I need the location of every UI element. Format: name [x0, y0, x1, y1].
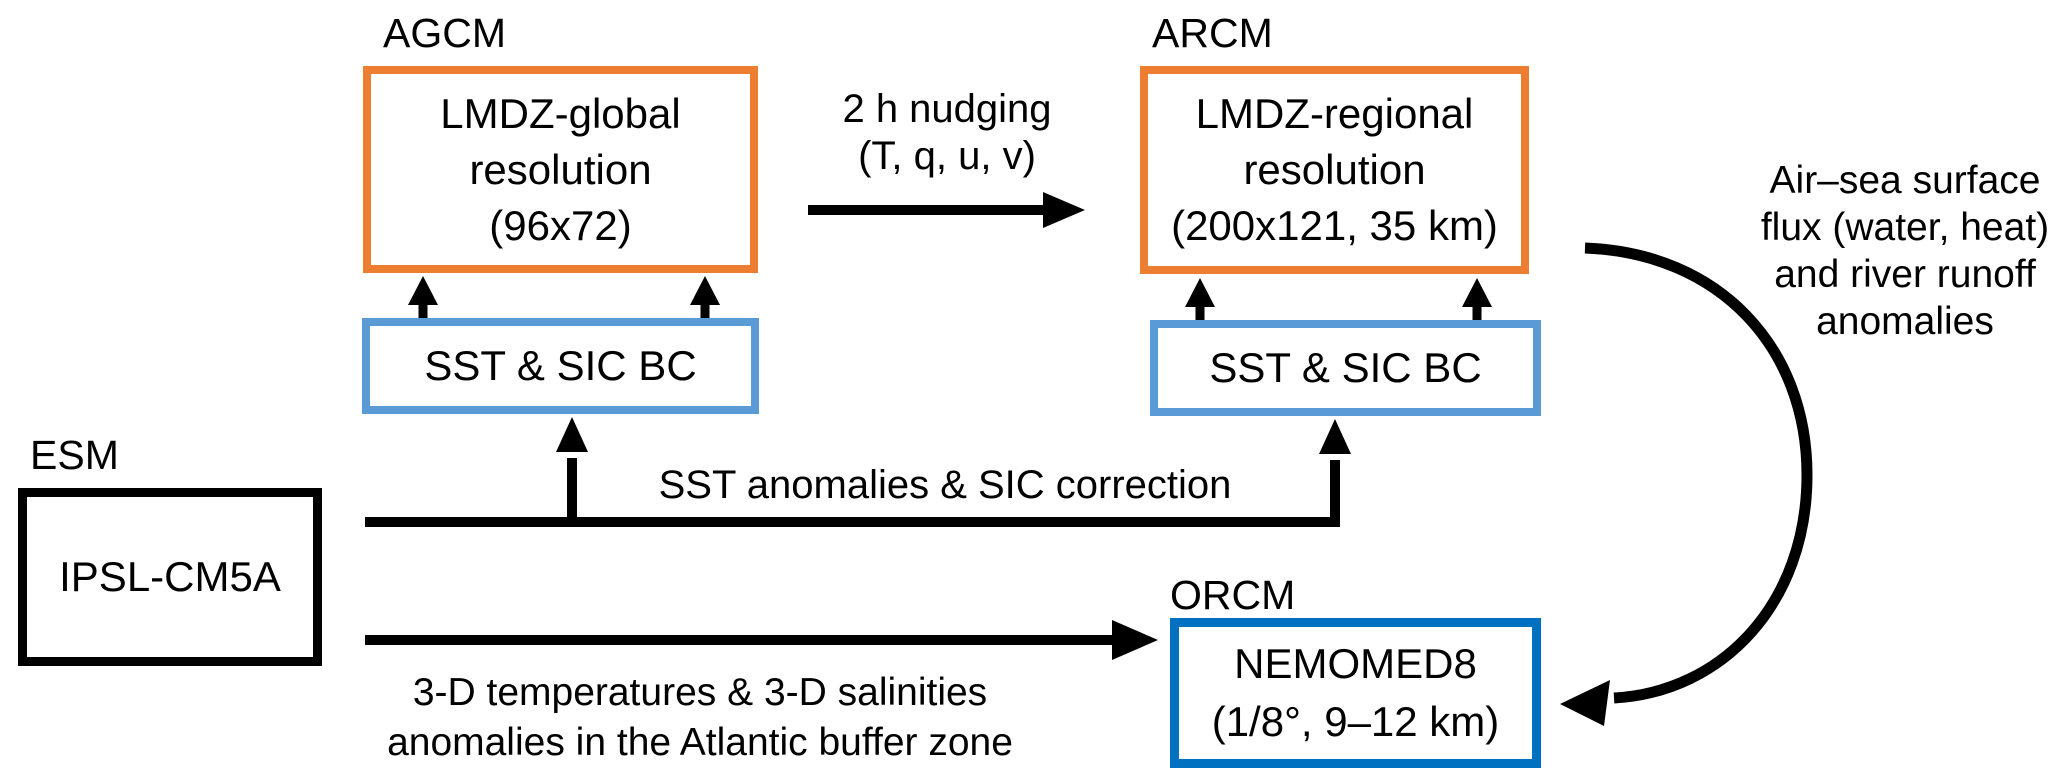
sst-sic-bc-right-box: SST & SIC BC	[1150, 320, 1541, 416]
arcm-label: ARCM	[1152, 10, 1273, 56]
sstbc-right-to-arcm-arrow-1	[1185, 278, 1215, 320]
sstbc-left-to-agcm-arrow-1	[408, 276, 438, 318]
arcm-to-orcm-curved-arrow	[1560, 242, 1813, 726]
sst-anomalies-annotation: SST anomalies & SIC correction	[595, 462, 1295, 509]
nudging-annotation: 2 h nudging (T, q, u, v)	[770, 86, 1124, 180]
nudging-arrow	[808, 192, 1085, 228]
arcm-box-line-1: LMDZ-regional	[1195, 90, 1474, 137]
air-sea-line-1: Air–sea surface	[1769, 159, 2041, 202]
air-sea-line-4: anomalies	[1816, 300, 1994, 343]
orcm-label: ORCM	[1170, 572, 1296, 618]
sst-sic-bc-right-text: SST & SIC BC	[1209, 344, 1482, 391]
sstbc-right-to-arcm-arrow-2	[1462, 278, 1492, 320]
air-sea-flux-annotation: Air–sea surface flux (water, heat) and r…	[1695, 157, 2067, 345]
arcm-box-line-3: (200x121, 35 km)	[1171, 202, 1498, 249]
esm-box: IPSL-CM5A	[18, 488, 322, 666]
nudging-line-1: 2 h nudging	[842, 87, 1052, 131]
esm-box-text: IPSL-CM5A	[59, 553, 281, 600]
esm-label: ESM	[30, 432, 119, 478]
buffer-zone-annotation: 3-D temperatures & 3-D salinities anomal…	[320, 668, 1080, 768]
agcm-box-line-1: LMDZ-global	[440, 89, 681, 137]
agcm-box: LMDZ-global resolution (96x72)	[363, 66, 758, 273]
esm-to-sstbc-connector	[365, 417, 1351, 527]
arcm-box: LMDZ-regional resolution (200x121, 35 km…	[1140, 66, 1529, 274]
agcm-box-line-3: (96x72)	[489, 201, 632, 249]
sst-sic-bc-left-box: SST & SIC BC	[362, 318, 759, 414]
sst-sic-bc-left-text: SST & SIC BC	[424, 342, 697, 389]
agcm-box-line-2: resolution	[469, 145, 652, 193]
agcm-label: AGCM	[383, 10, 506, 56]
sst-anomalies-text: SST anomalies & SIC correction	[658, 463, 1232, 507]
orcm-box-line-1: NEMOMED8	[1234, 640, 1477, 687]
orcm-box-line-2: (1/8°, 9–12 km)	[1211, 698, 1500, 745]
orcm-box: NEMOMED8 (1/8°, 9–12 km)	[1170, 618, 1541, 768]
sstbc-left-to-agcm-arrow-2	[690, 276, 720, 318]
air-sea-line-2: flux (water, heat)	[1760, 206, 2050, 249]
air-sea-line-3: and river runoff	[1774, 253, 2036, 296]
arcm-box-line-2: resolution	[1243, 146, 1426, 193]
nudging-line-2: (T, q, u, v)	[858, 134, 1036, 178]
esm-to-orcm-arrow	[365, 620, 1158, 660]
buffer-zone-line-1: 3-D temperatures & 3-D salinities	[412, 671, 988, 714]
buffer-zone-line-2: anomalies in the Atlantic buffer zone	[387, 721, 1013, 764]
